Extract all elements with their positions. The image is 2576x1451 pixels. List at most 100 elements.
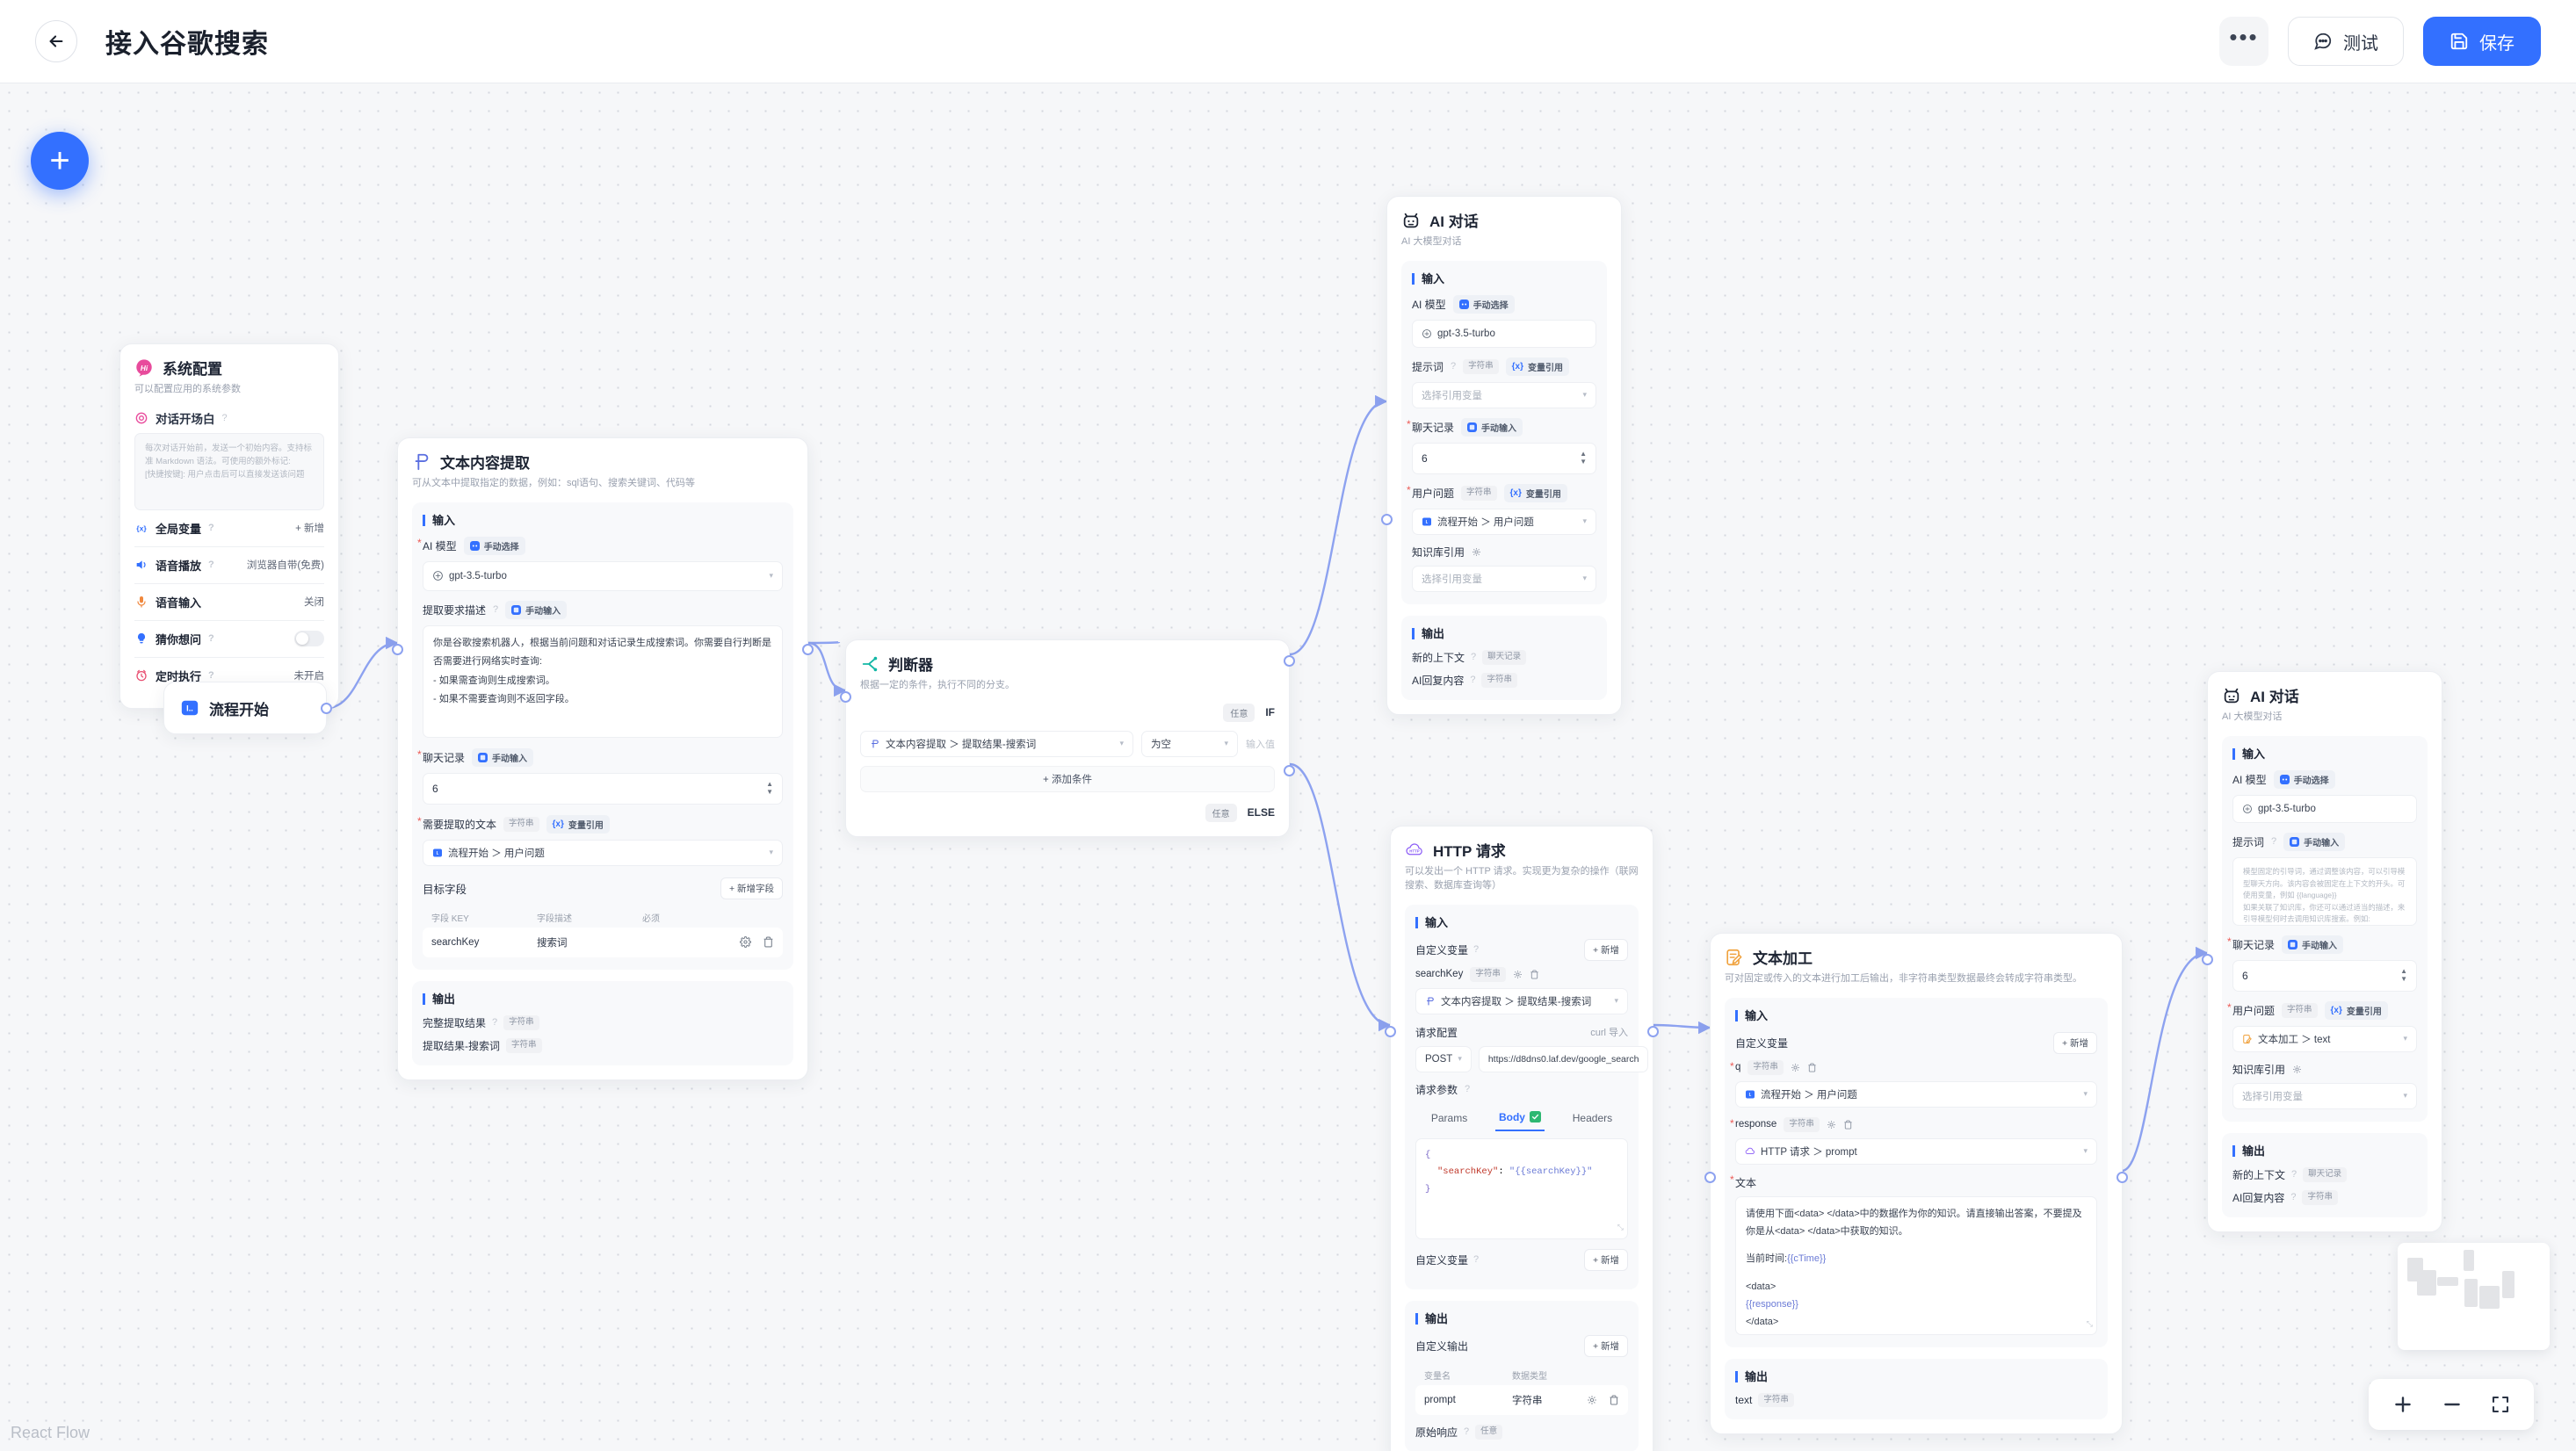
add-custom-var-button-2[interactable]: + 新增 <box>1583 1248 1628 1271</box>
question-select[interactable]: I. 流程开始 ＞ 用户问题 ▾ <box>1412 508 1596 535</box>
help-icon[interactable]: ? <box>208 633 214 645</box>
condition-operator-select[interactable]: 为空 ▾ <box>1141 730 1238 757</box>
var-ref-chip[interactable]: {x} 变量引用 <box>2324 1000 2388 1020</box>
zoom-out-button[interactable] <box>2441 1393 2464 1416</box>
question-select[interactable]: 文本加工 ＞ text ▾ <box>2232 1025 2417 1052</box>
handle-source[interactable] <box>2117 1172 2128 1183</box>
help-icon[interactable]: ? <box>1471 652 1477 663</box>
history-number-input[interactable]: 6 ▲▼ <box>2232 959 2417 992</box>
help-icon[interactable]: ? <box>208 523 214 534</box>
add-custom-var-button[interactable]: + 新增 <box>1583 938 1628 961</box>
var-response-select[interactable]: HTTP 请求 ＞ prompt ▾ <box>1735 1137 2097 1165</box>
ai-model-select[interactable]: gpt-3.5-turbo <box>1412 319 1596 348</box>
text-textarea[interactable]: 请使用下面<data> </data>中的数据作为你的知识。请直接输出答案，不要… <box>1735 1195 2097 1335</box>
help-icon[interactable]: ? <box>492 1017 498 1029</box>
body-code-editor[interactable]: { "searchKey": "{{searchKey}}" } ⤡ <box>1415 1137 1628 1239</box>
tab-headers[interactable]: Headers <box>1572 1111 1613 1124</box>
table-row[interactable]: prompt 字符串 <box>1415 1384 1628 1415</box>
searchkey-select[interactable]: 文本内容提取 ＞ 提取结果-搜索词 ▾ <box>1415 987 1628 1014</box>
gear-icon[interactable] <box>740 936 751 949</box>
add-output-button[interactable]: + 新增 <box>1583 1334 1628 1357</box>
gear-icon[interactable] <box>1472 547 1481 557</box>
manual-select-chip[interactable]: 手动选择 <box>1452 294 1515 314</box>
help-icon[interactable]: ? <box>1470 675 1476 686</box>
resize-handle-icon[interactable]: ⤡ <box>1617 1224 1624 1233</box>
condition-variable-select[interactable]: 文本内容提取 ＞ 提取结果-搜索词 ▾ <box>860 730 1133 757</box>
back-button[interactable] <box>35 20 77 62</box>
sc-value[interactable]: 关闭 <box>304 597 324 609</box>
help-icon[interactable]: ? <box>493 604 499 616</box>
sc-row-schedule[interactable]: 定时执行 ? 未开启 <box>134 658 324 694</box>
handle-target[interactable] <box>1704 1172 1716 1183</box>
gear-icon[interactable] <box>1827 1120 1836 1130</box>
var-ref-chip[interactable]: {x} 变量引用 <box>1505 357 1570 376</box>
handle-source-if[interactable] <box>1284 655 1295 667</box>
add-condition-button[interactable]: + 添加条件 <box>860 765 1275 792</box>
curl-import-button[interactable]: curl 导入 <box>1590 1028 1628 1039</box>
prompt-textarea[interactable]: 你是谷歌搜索机器人，根据当前问题和对话记录生成搜索词。你需要自行判断是否需要进行… <box>423 624 783 738</box>
gear-icon[interactable] <box>1791 1063 1800 1072</box>
node-ai-chat-top[interactable]: AI 对话 AI 大模型对话 输入 AI 模型 手动选择 gpt-3.5-tur… <box>1381 196 1622 715</box>
help-icon[interactable]: ? <box>2271 836 2277 848</box>
sc-value[interactable]: 未开启 <box>293 671 325 682</box>
var-ref-chip[interactable]: {x} 变量引用 <box>1503 483 1567 502</box>
help-icon[interactable]: ? <box>1473 944 1480 956</box>
node-text-process[interactable]: 文本加工 可对固定或传入的文本进行加工后输出，非字符串类型数据最终会转成字符串类… <box>1704 933 2128 1435</box>
ai-model-select[interactable]: gpt-3.5-turbo ▾ <box>423 560 783 591</box>
tab-body[interactable]: Body <box>1494 1107 1545 1131</box>
var-ref-chip[interactable]: {x} 变量引用 <box>546 814 610 834</box>
trash-icon[interactable] <box>1530 970 1539 979</box>
table-row[interactable]: searchKey 搜索词 <box>423 927 783 957</box>
help-icon[interactable]: ? <box>208 559 214 571</box>
trash-icon[interactable] <box>1807 1063 1817 1072</box>
manual-input-chip[interactable]: 手动输入 <box>472 747 534 767</box>
manual-input-chip[interactable]: 手动输入 <box>505 600 568 619</box>
handle-target[interactable] <box>840 691 851 703</box>
help-icon[interactable]: ? <box>221 412 228 423</box>
trash-icon[interactable] <box>1843 1120 1853 1130</box>
node-system-config[interactable]: Hi 系统配置 可以配置应用的系统参数 对话开场白 ? 每次对话开始前，发送一个… <box>119 343 339 709</box>
help-icon[interactable]: ? <box>1451 361 1457 372</box>
manual-input-chip[interactable]: 手动输入 <box>2282 935 2344 954</box>
sc-value[interactable]: + 新增 <box>295 523 324 535</box>
sc-value[interactable]: 浏览器自带(免费) <box>246 560 324 572</box>
prompt-textarea[interactable]: 模型固定的引导词，通过调整该内容，可以引导模型聊天方向。该内容会被固定在上下文的… <box>2232 856 2417 926</box>
help-icon[interactable]: ? <box>2290 1192 2297 1203</box>
method-select[interactable]: POST ▾ <box>1415 1045 1472 1072</box>
handle-source[interactable] <box>1647 1026 1659 1037</box>
flow-canvas[interactable]: + Hi 系统配置 可以配置应用的系统参数 对话开场白 ? <box>0 83 2576 1451</box>
minimap[interactable] <box>2398 1243 2550 1350</box>
kb-select[interactable]: 选择引用变量 ▾ <box>1412 565 1596 592</box>
manual-select-chip[interactable]: 手动选择 <box>463 536 525 555</box>
if-any-tag[interactable]: 任意 <box>1223 703 1255 722</box>
node-flow-start[interactable]: I.. 流程开始 <box>163 682 332 734</box>
handle-target[interactable] <box>392 644 403 655</box>
tab-params[interactable]: Params <box>1430 1111 1468 1124</box>
more-button[interactable]: ••• <box>2219 17 2268 66</box>
add-custom-var-button[interactable]: + 新增 <box>2052 1031 2097 1054</box>
fit-view-button[interactable] <box>2490 1394 2511 1415</box>
gear-icon[interactable] <box>2292 1065 2302 1074</box>
test-button[interactable]: 测试 <box>2288 17 2404 66</box>
handle-source[interactable] <box>321 702 332 714</box>
sc-row-global-var[interactable]: {x} 全局变量 ? + 新增 <box>134 510 324 546</box>
help-icon[interactable]: ? <box>1465 1084 1471 1095</box>
manual-input-chip[interactable]: 手动输入 <box>1461 417 1523 437</box>
history-number-input[interactable]: 6 ▲▼ <box>423 772 783 805</box>
history-number-input[interactable]: 6 ▲▼ <box>1412 442 1596 474</box>
else-any-tag[interactable]: 任意 <box>1205 803 1237 822</box>
prompt-select[interactable]: 选择引用变量 ▾ <box>1412 381 1596 408</box>
kb-select[interactable]: 选择引用变量 ▾ <box>2232 1082 2417 1109</box>
node-http-request[interactable]: HTTP HTTP 请求 可以发出一个 HTTP 请求。实现更为复杂的操作（联网… <box>1385 826 1659 1451</box>
help-icon[interactable]: ? <box>2291 1169 2297 1180</box>
node-ai-chat-right[interactable]: AI 对话 AI 大模型对话 输入 AI 模型 手动选择 gpt-3.5-tur… <box>2202 671 2442 1232</box>
handle-target[interactable] <box>1385 1026 1396 1037</box>
sc-row-guess-question[interactable]: 猜你想问 ? <box>134 621 324 657</box>
sc-row-voice-input[interactable]: 语音输入 关闭 <box>134 584 324 620</box>
help-icon[interactable]: ? <box>1473 1254 1480 1266</box>
resize-handle-icon[interactable]: ⤡ <box>2086 1318 2093 1328</box>
target-text-select[interactable]: I. 流程开始 ＞ 用户问题 ▾ <box>423 839 783 866</box>
url-input[interactable]: https://d8dns0.laf.dev/google_search <box>1478 1045 1649 1072</box>
manual-input-chip[interactable]: 手动输入 <box>2283 832 2346 851</box>
node-condition[interactable]: 判断器 根据一定的条件，执行不同的分支。 任意 IF 文本内容提取 ＞ 提取结果… <box>840 639 1295 837</box>
